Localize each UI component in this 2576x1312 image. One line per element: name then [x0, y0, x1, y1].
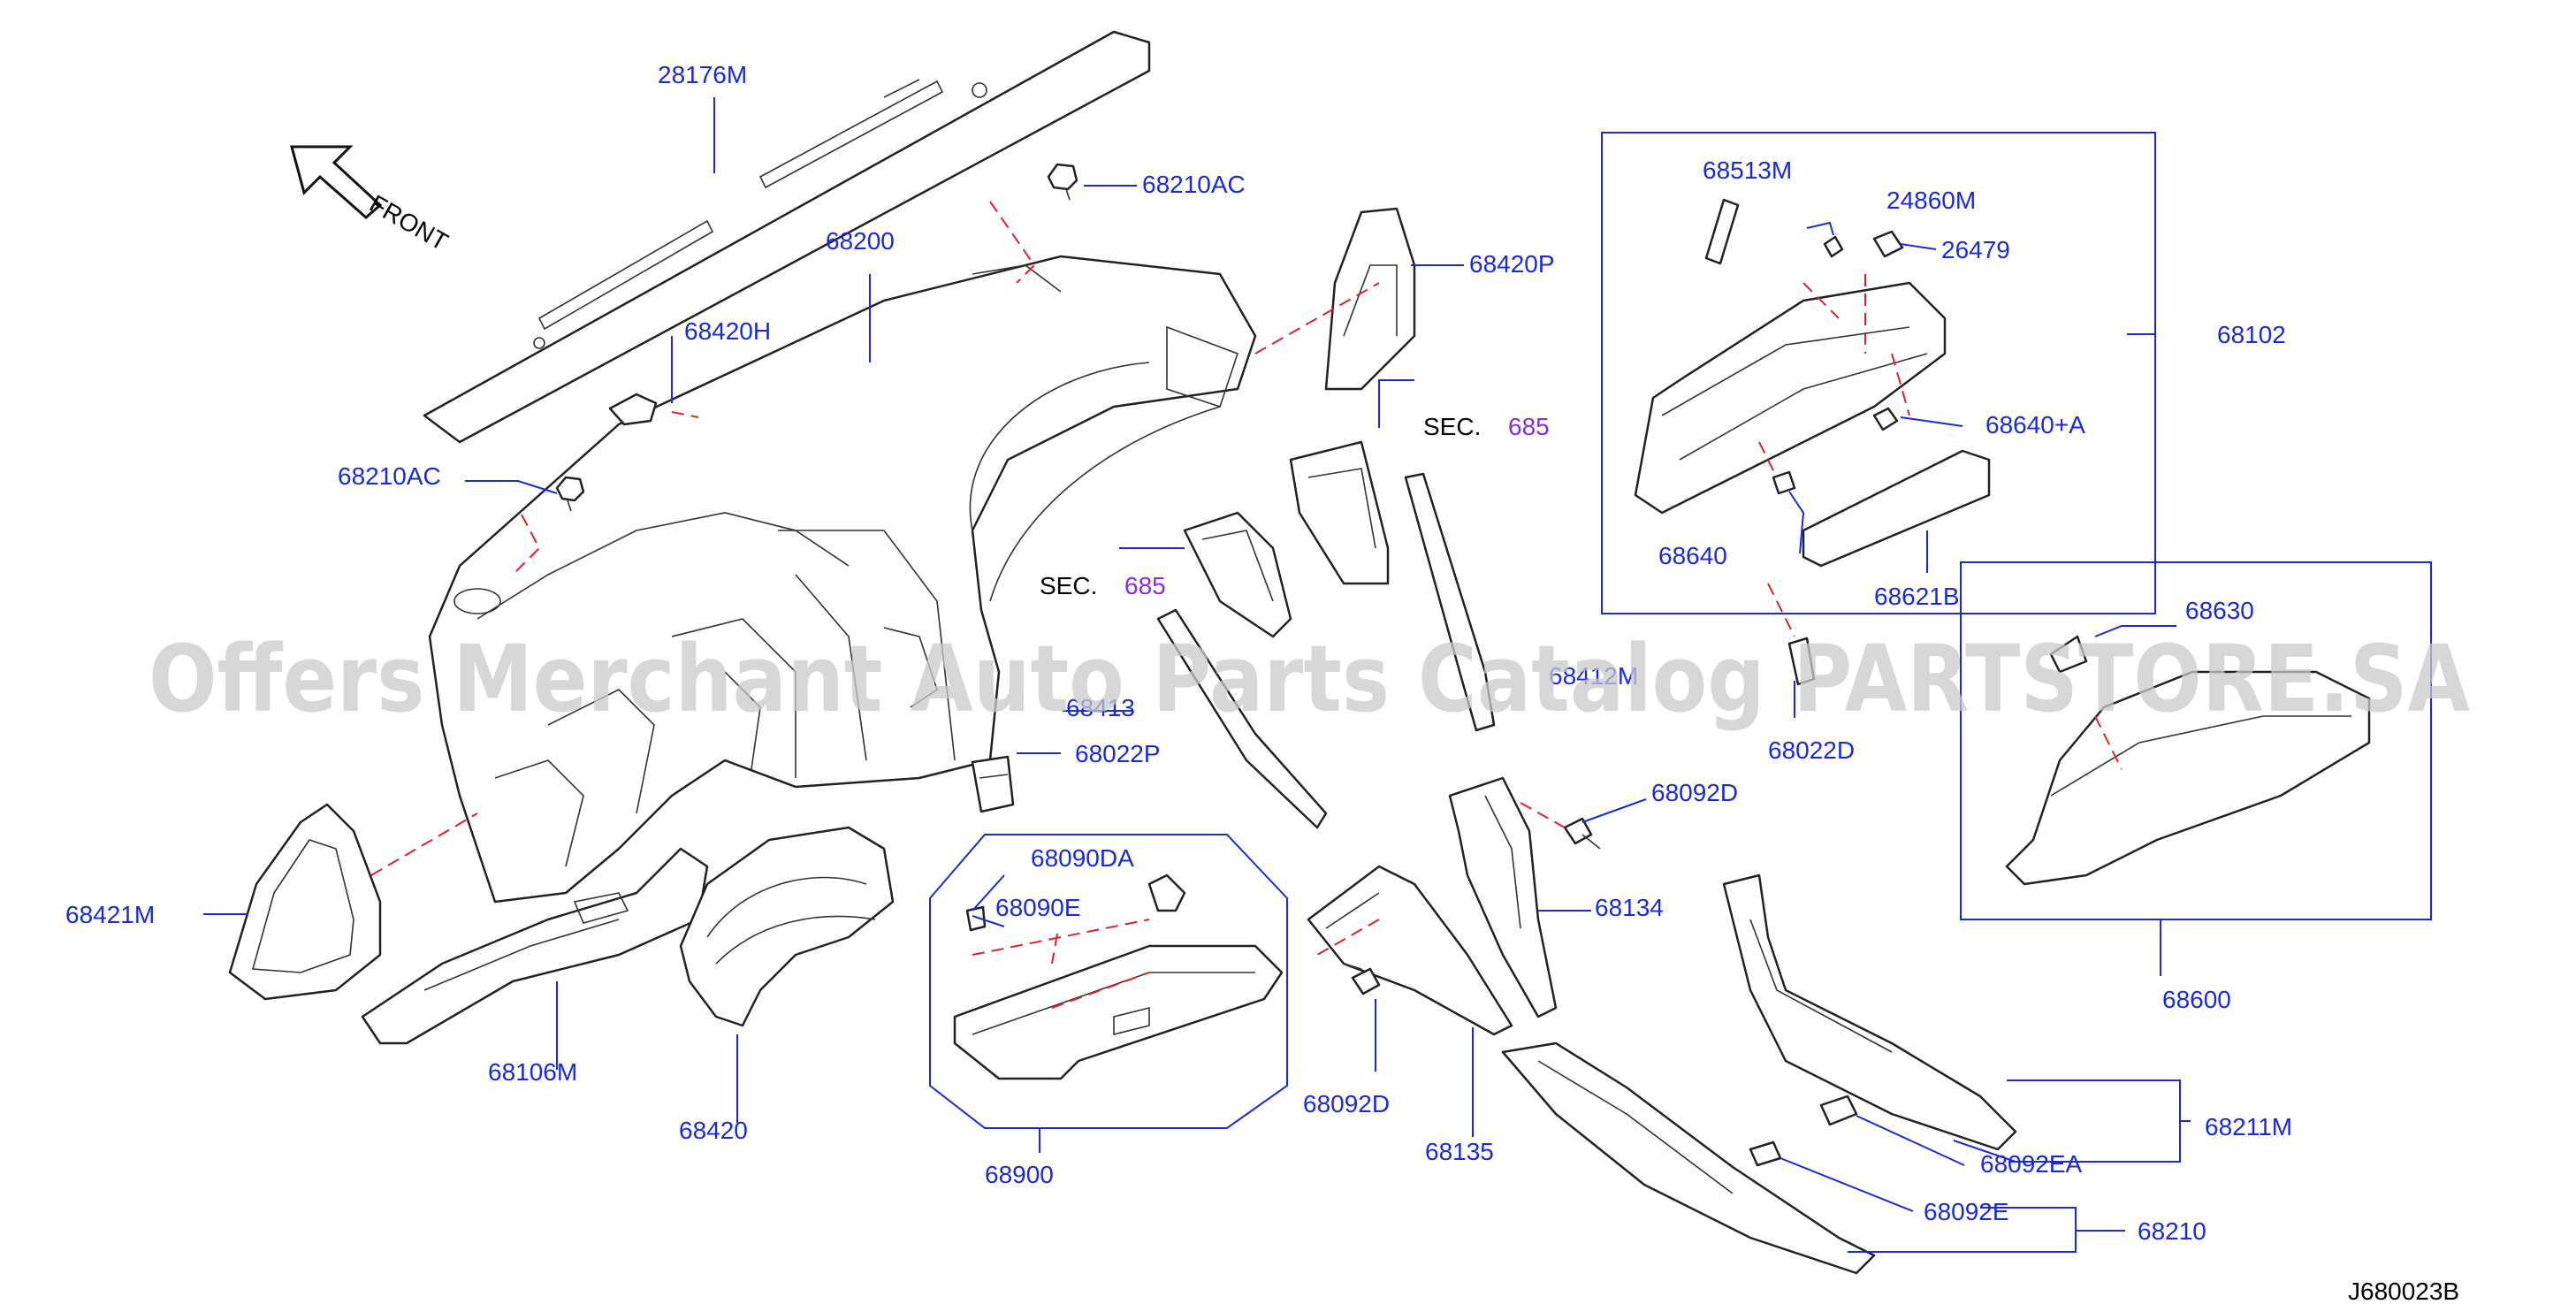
label-68022D[interactable]: 68022D	[1768, 736, 1855, 764]
part-68412M-shape	[1404, 472, 1496, 732]
label-68092D-top[interactable]: 68092D	[1651, 779, 1738, 806]
label-28176M[interactable]: 28176M	[658, 61, 747, 88]
part-68413-shape	[1156, 608, 1328, 829]
part-68421M-shape	[228, 803, 382, 1001]
label-68210[interactable]: 68210	[2138, 1217, 2206, 1245]
label-68092D-bottom[interactable]: 68092D	[1303, 1090, 1390, 1117]
front-direction-arrow: FRONT	[290, 145, 453, 256]
label-68090DA[interactable]: 68090DA	[1031, 844, 1134, 872]
label-68640A[interactable]: 68640+A	[1985, 411, 2085, 439]
label-68420H[interactable]: 68420H	[684, 317, 771, 345]
watermark: Offers Merchant Auto Parts Catalog PARTS…	[149, 625, 2470, 733]
label-68420P[interactable]: 68420P	[1469, 250, 1555, 278]
group-box-68102	[1601, 132, 2156, 614]
label-68102[interactable]: 68102	[2217, 321, 2286, 348]
label-68092EA[interactable]: 68092EA	[1980, 1150, 2083, 1178]
label-68210AC-left[interactable]: 68210AC	[338, 462, 441, 490]
label-68090E[interactable]: 68090E	[995, 894, 1081, 921]
label-sec-left-number[interactable]: 685	[1124, 572, 1166, 599]
label-68092E[interactable]: 68092E	[1924, 1198, 2009, 1225]
label-24860M[interactable]: 24860M	[1886, 187, 1976, 214]
part-68092EA-68092E-clip-shapes	[1749, 1095, 1858, 1167]
label-68630[interactable]: 68630	[2185, 597, 2254, 624]
part-68210AC-clip-shapes	[555, 163, 1078, 512]
label-68134[interactable]: 68134	[1595, 894, 1664, 921]
group-box-68900	[929, 834, 1288, 1129]
assembly-lines	[370, 201, 2123, 1009]
part-68420-shape	[679, 826, 895, 1027]
label-sec-right-prefix: SEC.	[1423, 413, 1481, 440]
label-68022P[interactable]: 68022P	[1075, 740, 1161, 767]
label-68640[interactable]: 68640	[1658, 542, 1727, 569]
label-68135[interactable]: 68135	[1425, 1138, 1494, 1165]
part-68102-shape	[1634, 198, 1991, 568]
label-68421M[interactable]: 68421M	[65, 901, 155, 928]
part-68211M-shape	[1722, 873, 2017, 1151]
label-68200[interactable]: 68200	[826, 227, 895, 255]
label-68621B[interactable]: 68621B	[1874, 583, 1960, 610]
label-68900[interactable]: 68900	[985, 1161, 1054, 1188]
leader-lines	[203, 97, 2191, 1253]
label-68210AC-top[interactable]: 68210AC	[1142, 171, 1246, 198]
part-68092D-bolt-shapes	[1343, 817, 1601, 995]
part-68420H-shape	[608, 393, 658, 426]
group-box-68600	[1960, 561, 2432, 920]
front-arrow-icon	[290, 145, 383, 219]
label-sec-right-number[interactable]: 685	[1508, 413, 1550, 440]
part-68134-shape	[1448, 776, 1558, 1018]
part-68022P-shape	[971, 755, 1015, 813]
label-68413[interactable]: 68413	[1066, 694, 1135, 721]
part-28176M-shape	[423, 30, 1151, 444]
label-26479[interactable]: 26479	[1941, 236, 2010, 263]
label-68420[interactable]: 68420	[679, 1117, 748, 1144]
front-label: FRONT	[365, 189, 453, 256]
label-68106M[interactable]: 68106M	[488, 1058, 577, 1086]
part-68420P-shape	[1324, 207, 1416, 391]
diagram-code: J680023B	[2348, 1278, 2459, 1305]
label-68412M[interactable]: 68412M	[1549, 662, 1638, 690]
part-68600-shape	[2005, 635, 2371, 886]
label-68600[interactable]: 68600	[2162, 986, 2231, 1013]
label-68513M[interactable]: 68513M	[1703, 156, 1792, 184]
part-labels: 28176M 68210AC 68200 68420H 68210AC 6842…	[65, 61, 2292, 1245]
section-685-vent-shapes	[1183, 440, 1390, 638]
label-68211M[interactable]: 68211M	[2205, 1113, 2292, 1140]
label-sec-left-prefix: SEC.	[1040, 572, 1097, 599]
part-68022D-shape	[1787, 637, 1816, 686]
part-68210-shape	[1501, 1041, 1876, 1275]
